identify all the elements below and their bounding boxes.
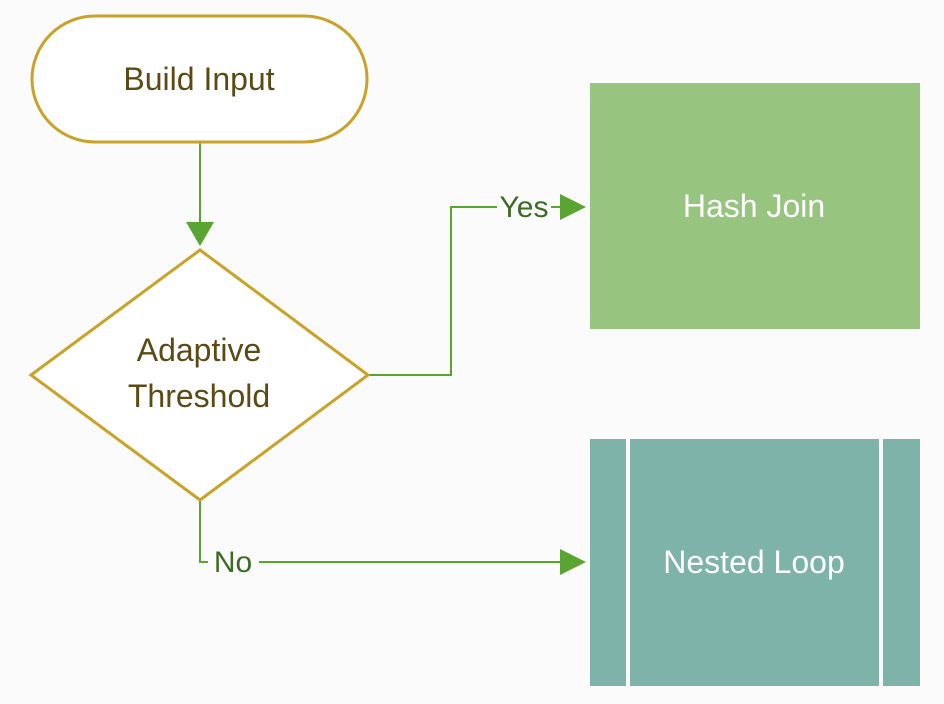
arrowhead-right-icon [560, 194, 586, 220]
node-label-decision-line1: Adaptive [137, 332, 262, 368]
node-label-nested-loop: Nested Loop [663, 544, 844, 580]
connector-no: No [199, 500, 586, 579]
node-adaptive-threshold: Adaptive Threshold [28, 248, 371, 502]
node-label-decision-line2: Threshold [128, 378, 270, 414]
decision-diamond-shape [28, 248, 371, 502]
connector-start-to-decision [186, 143, 214, 246]
predefined-process-shape [590, 439, 920, 686]
node-build-input: Build Input [30, 14, 369, 144]
node-label-hash-join: Hash Join [683, 188, 825, 224]
edge-label-yes: Yes [500, 191, 549, 224]
arrowhead-down-icon [186, 222, 214, 246]
node-hash-join: Hash Join [590, 83, 920, 329]
node-label-build-input: Build Input [123, 61, 274, 97]
node-nested-loop: Nested Loop [590, 439, 920, 686]
edge-label-no: No [214, 546, 252, 579]
connector-yes: Yes [368, 191, 586, 376]
terminal-shape [30, 14, 369, 144]
process-shape [590, 83, 920, 329]
arrowhead-right-icon [560, 549, 586, 575]
